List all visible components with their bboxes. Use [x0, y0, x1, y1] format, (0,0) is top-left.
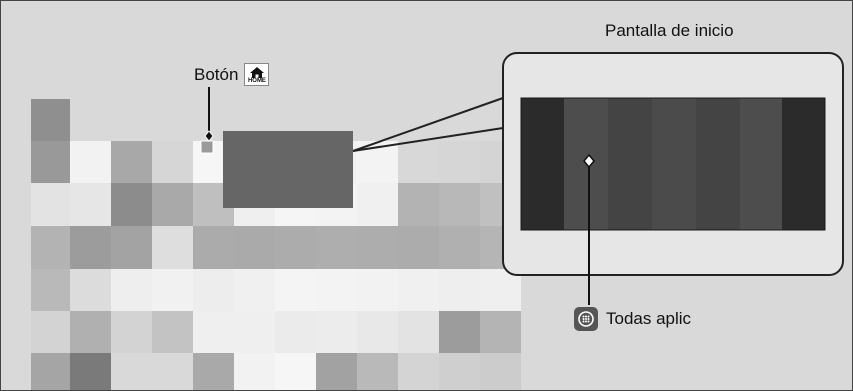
- home-button-text: Botón: [194, 65, 238, 85]
- home-pointer-tip: [205, 131, 213, 141]
- callout-connector-bottom: [353, 128, 503, 151]
- all-apps-label: Todas aplic: [574, 307, 691, 331]
- home-screen-title: Pantalla de inicio: [605, 21, 734, 41]
- home-icon: HOME: [244, 63, 269, 86]
- apps-grid-icon: [574, 307, 598, 331]
- home-button-label: Botón HOME: [194, 63, 269, 86]
- home-screen-thumbnail: [223, 131, 353, 208]
- house-glyph: [250, 67, 264, 78]
- home-screen-enlarged: [521, 98, 825, 230]
- home-badge-text: HOME: [248, 78, 266, 85]
- callout-connector-top: [353, 98, 503, 151]
- home-button-marker[interactable]: [201, 141, 213, 153]
- all-apps-text: Todas aplic: [606, 309, 691, 329]
